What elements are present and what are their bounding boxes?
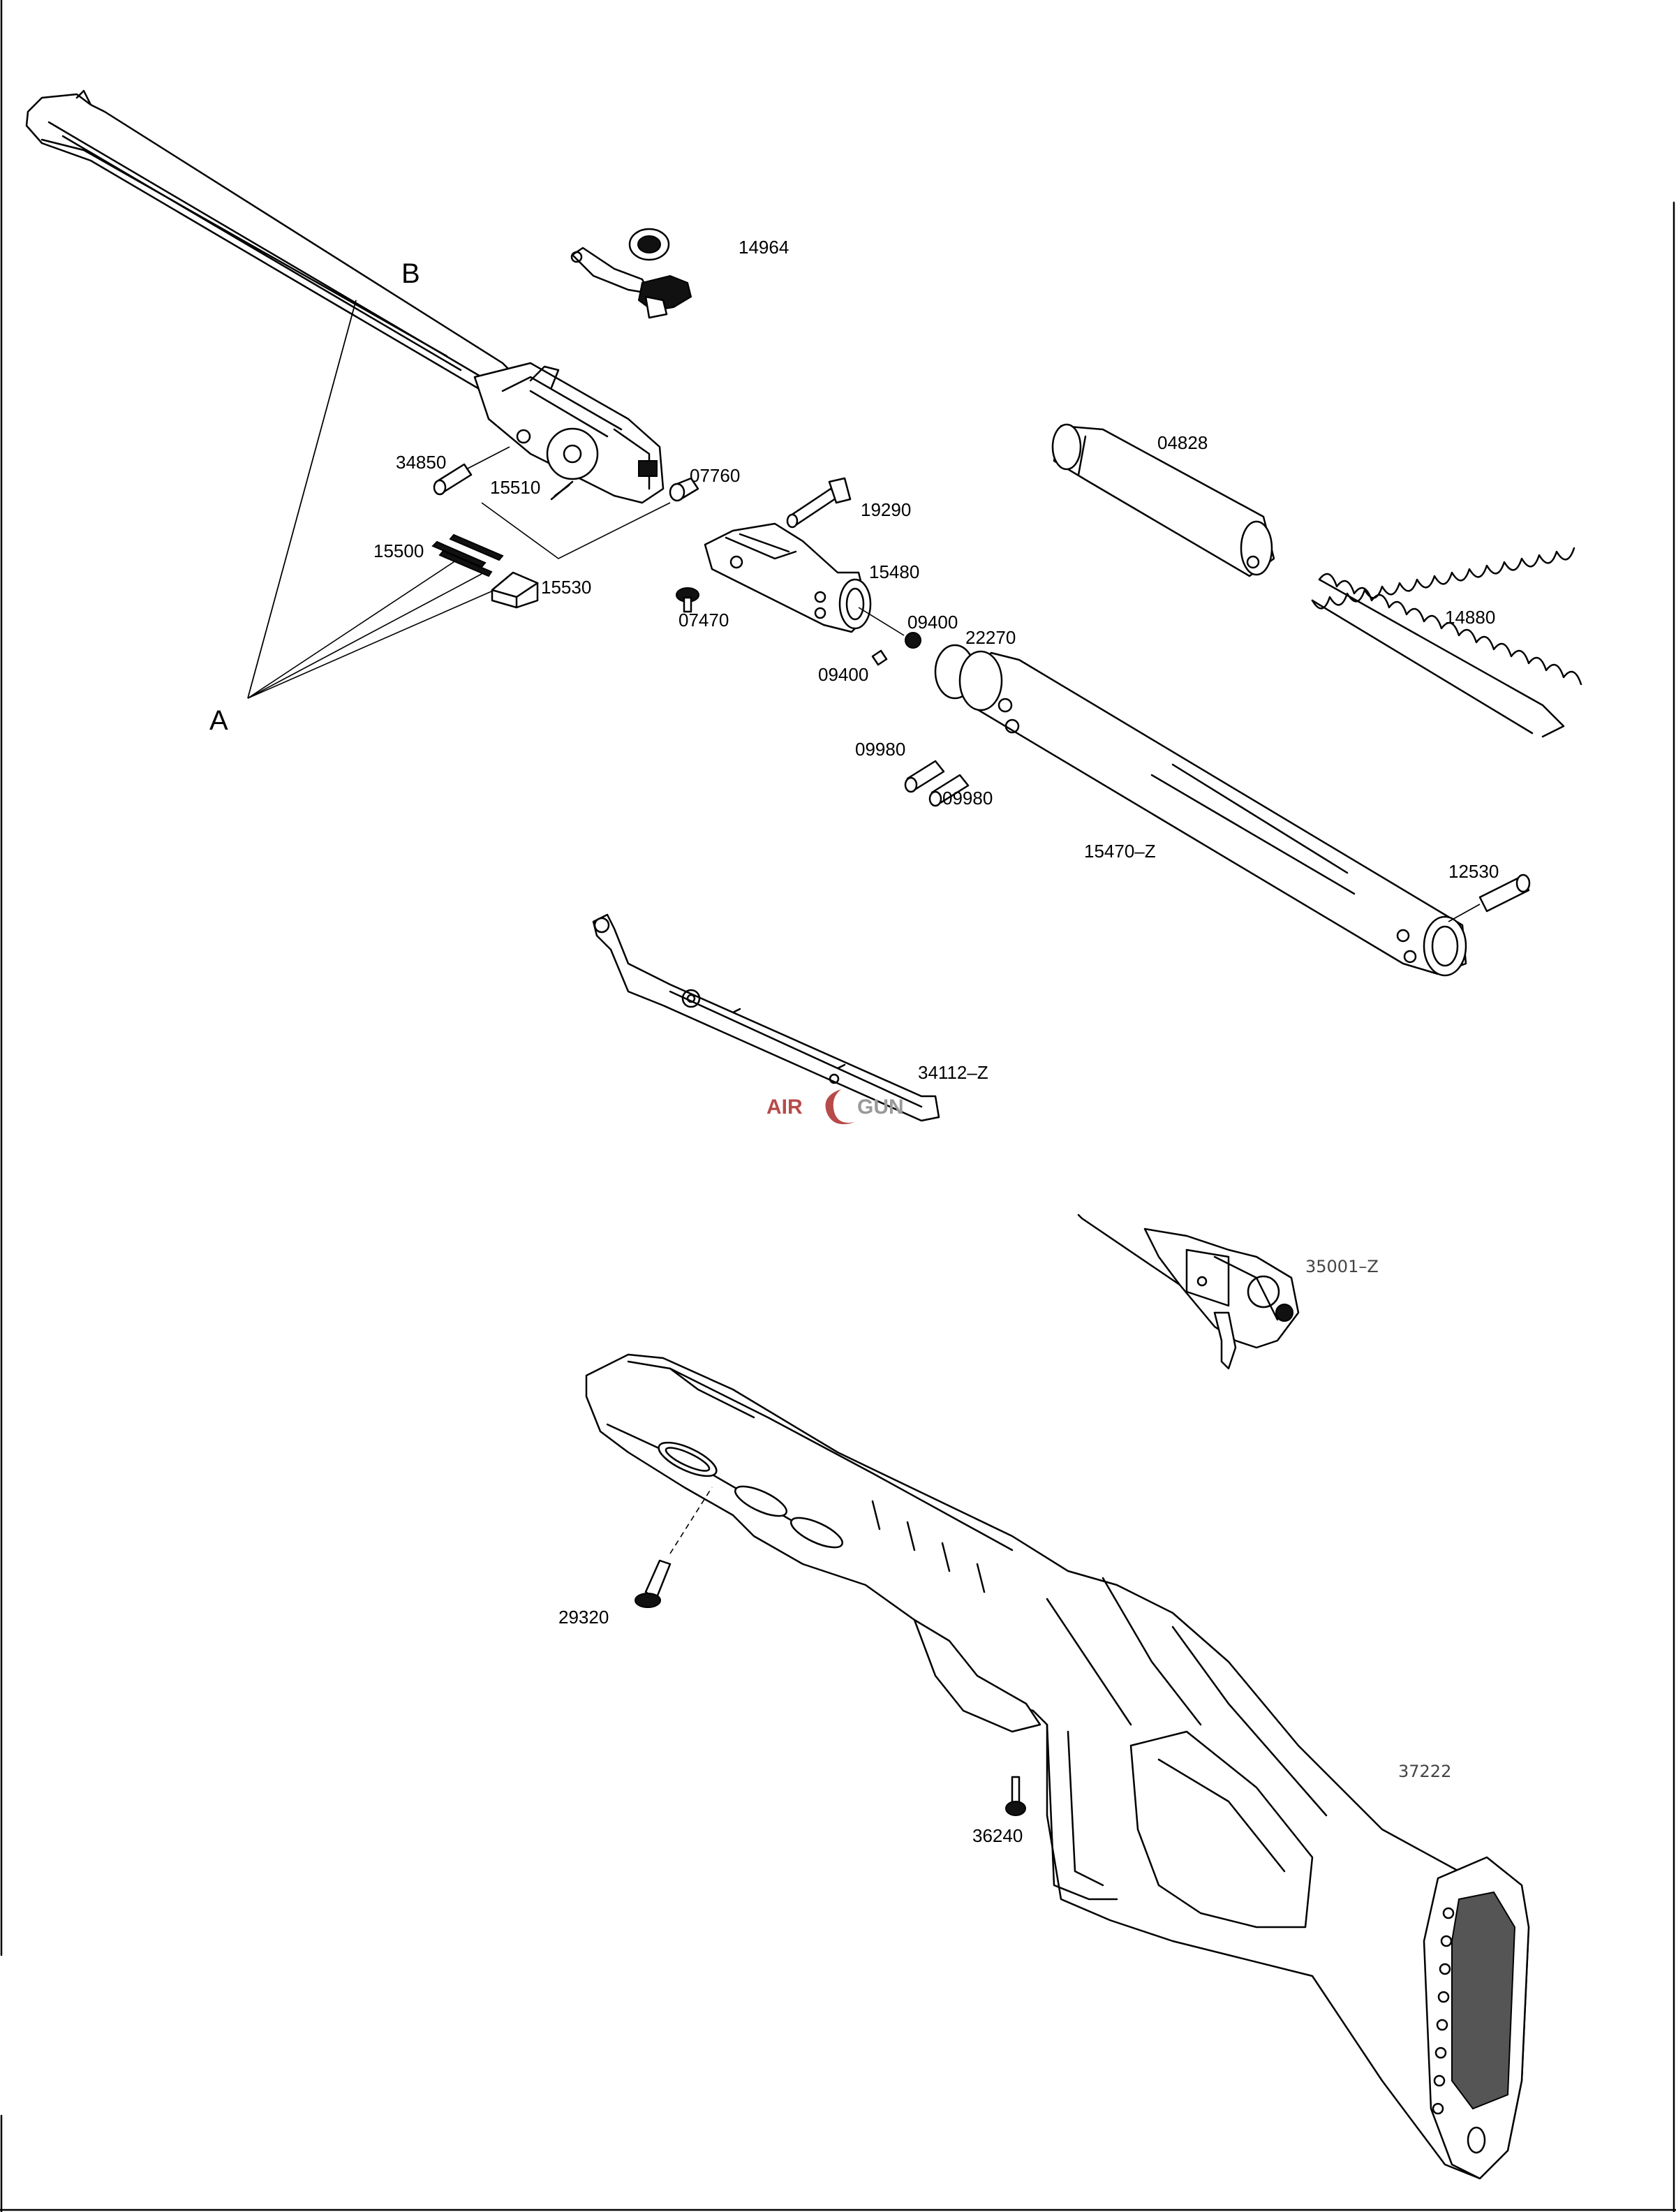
part-label-19290: 19290 bbox=[861, 499, 911, 520]
part-label-15480: 15480 bbox=[869, 561, 919, 582]
watermark-gun-text: GUN bbox=[857, 1096, 904, 1119]
part-label-09400-b: 09400 bbox=[818, 664, 868, 685]
pins-09980 bbox=[904, 760, 970, 807]
barrel-assembly bbox=[25, 89, 665, 504]
rear-sight bbox=[570, 228, 692, 319]
callout-a-leaders bbox=[247, 300, 503, 699]
part-label-36240: 36240 bbox=[972, 1825, 1023, 1846]
part-label-29320: 29320 bbox=[558, 1607, 609, 1628]
piston-head-15480 bbox=[704, 522, 905, 636]
bushing-07760 bbox=[669, 477, 699, 502]
part-label-07760: 07760 bbox=[690, 465, 740, 486]
pin-12530 bbox=[1448, 873, 1531, 922]
part-label-09980-b: 09980 bbox=[942, 788, 993, 809]
part-label-07470: 07470 bbox=[678, 610, 729, 631]
part-label-12530: 12530 bbox=[1448, 861, 1499, 882]
part-label-04828: 04828 bbox=[1157, 432, 1208, 453]
screw-29320 bbox=[635, 1487, 713, 1608]
cocking-arm-34112z bbox=[592, 913, 940, 1122]
part-label-35001z: 35001–Z bbox=[1305, 1257, 1379, 1276]
buttpad-holes bbox=[1432, 1907, 1455, 2115]
spring-14880 bbox=[1311, 547, 1582, 738]
stock-37222 bbox=[585, 1353, 1530, 2180]
part-label-34850: 34850 bbox=[396, 452, 446, 473]
watermark-swirl-icon bbox=[825, 1089, 855, 1125]
part-label-09400-a: 09400 bbox=[907, 612, 958, 633]
pin-15510 bbox=[550, 480, 574, 501]
part-label-34112z: 34112–Z bbox=[918, 1062, 988, 1083]
watermark-air-text: AIR bbox=[766, 1096, 803, 1119]
parts-09400 bbox=[871, 632, 921, 666]
pin-34850 bbox=[433, 446, 510, 496]
part-label-14880: 14880 bbox=[1445, 607, 1495, 628]
cylinder-04828 bbox=[1051, 423, 1275, 577]
compression-tube-15470z bbox=[958, 650, 1467, 977]
watermark: AIR GUN bbox=[766, 1089, 904, 1125]
part-label-15510: 15510 bbox=[490, 477, 540, 498]
part-label-14964: 14964 bbox=[739, 237, 789, 258]
trigger-group-35001z bbox=[1077, 1214, 1300, 1370]
parts-15500 bbox=[431, 533, 504, 577]
part-label-22270: 22270 bbox=[965, 627, 1016, 648]
part-label-15500: 15500 bbox=[373, 540, 424, 561]
callout-label-a: A bbox=[209, 705, 228, 736]
part-label-37222: 37222 bbox=[1398, 1762, 1451, 1781]
pin-19290 bbox=[786, 477, 852, 529]
callout-label-b: B bbox=[401, 258, 420, 289]
part-label-15530: 15530 bbox=[541, 577, 591, 598]
part-label-15470z: 15470–Z bbox=[1084, 841, 1156, 862]
part-label-09980-a: 09980 bbox=[855, 739, 905, 760]
breech-leader bbox=[481, 502, 671, 559]
part-15530 bbox=[491, 571, 539, 609]
screw-36240 bbox=[1005, 1776, 1026, 1816]
screw-07470 bbox=[676, 587, 699, 613]
